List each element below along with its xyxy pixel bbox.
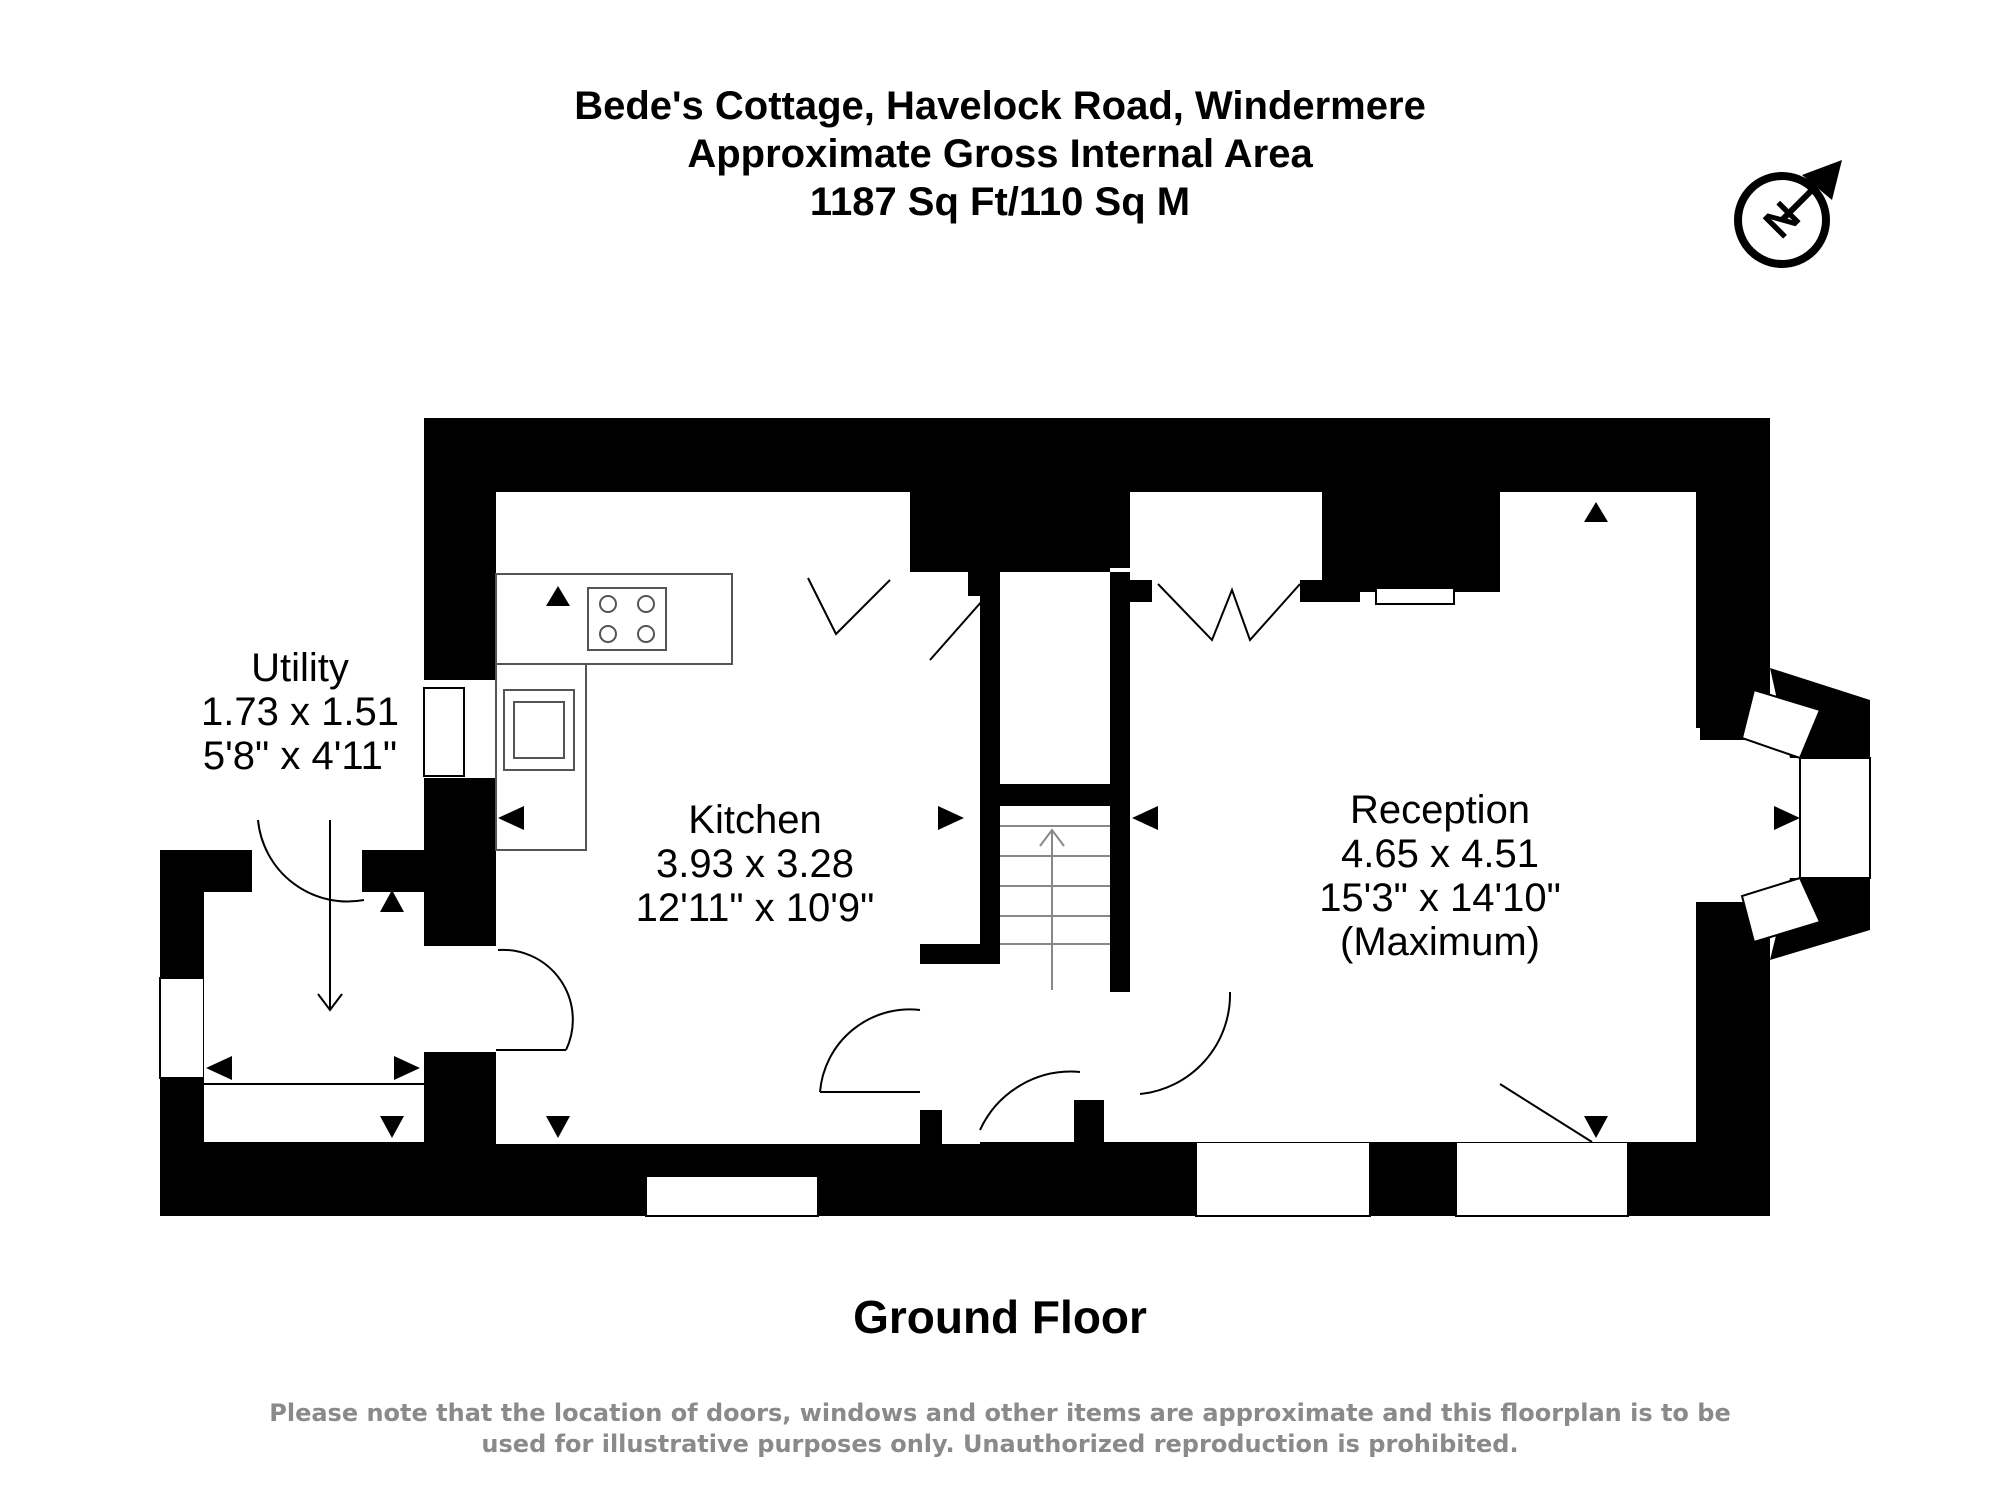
- area-value: 1187 Sq Ft/110 Sq M: [809, 180, 1191, 224]
- reception-window-left: [1195, 1141, 1371, 1217]
- floor-label: Ground Floor: [853, 1291, 1147, 1343]
- reception-name: Reception: [1349, 788, 1531, 832]
- kitchen-metric: 3.93 x 3.28: [656, 842, 854, 886]
- room-label-reception: Reception 4.65 x 4.51 15'3" x 14'10" (Ma…: [1270, 788, 1610, 964]
- doors: [204, 577, 1593, 1143]
- dimension-markers: [206, 502, 1800, 1138]
- utility-side-window: [423, 687, 465, 777]
- disclaimer-line-2: used for illustrative purposes only. Una…: [481, 1430, 1519, 1458]
- utility-metric: 1.73 x 1.51: [201, 690, 399, 734]
- hob-icon: [587, 587, 667, 651]
- bay-window-top: [1740, 688, 1822, 760]
- worktop-side: [495, 663, 587, 851]
- kitchen-imperial: 12'11" x 10'9": [635, 886, 875, 930]
- worktop: [495, 573, 733, 665]
- bay-window-bottom: [1740, 876, 1822, 944]
- disclaimer-line-1: Please note that the location of doors, …: [269, 1399, 1731, 1427]
- utility-window-left: [159, 977, 205, 1079]
- kitchen-window: [645, 1175, 819, 1217]
- plan-header: Bede's Cottage, Havelock Road, Windermer…: [0, 82, 2000, 226]
- utility-imperial: 5'8" x 4'11": [202, 734, 398, 778]
- reception-imperial: 15'3" x 14'10": [1319, 876, 1561, 920]
- room-label-utility: Utility 1.73 x 1.51 5'8" x 4'11": [160, 646, 440, 778]
- utility-name: Utility: [251, 646, 349, 690]
- area-subtitle: Approximate Gross Internal Area: [687, 132, 1313, 176]
- north-arrow-icon: N: [1734, 160, 1842, 268]
- stairs: [1000, 825, 1110, 990]
- windows: [159, 687, 1871, 1217]
- reception-window-right: [1455, 1141, 1629, 1217]
- sink-icon: [503, 689, 575, 771]
- bay-window-centre: [1799, 757, 1871, 879]
- disclaimer: Please note that the location of doors, …: [0, 1398, 2000, 1460]
- kitchen-units: [495, 573, 733, 851]
- kitchen-name: Kitchen: [688, 798, 822, 842]
- room-label-kitchen: Kitchen 3.93 x 3.28 12'11" x 10'9": [590, 798, 920, 930]
- property-title: Bede's Cottage, Havelock Road, Windermer…: [574, 84, 1426, 128]
- reception-metric: 4.65 x 4.51: [1341, 832, 1539, 876]
- reception-note: (Maximum): [1340, 920, 1540, 964]
